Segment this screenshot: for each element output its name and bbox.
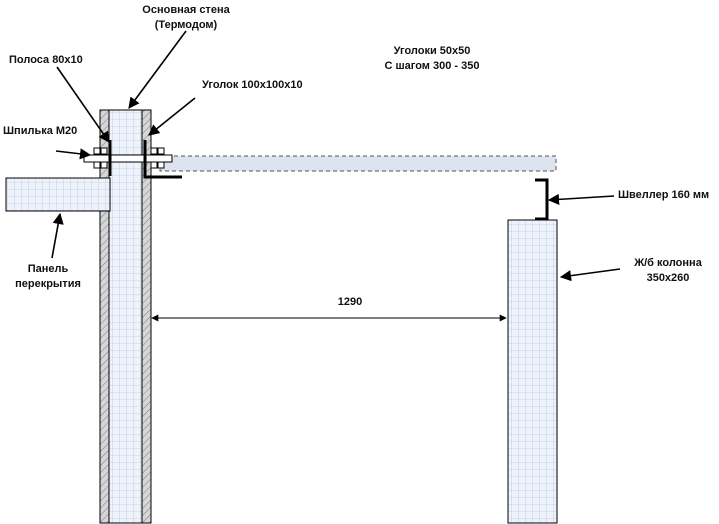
- label-main-wall-sub: (Термодом): [155, 19, 218, 31]
- dimension-value: 1290: [338, 296, 362, 308]
- label-channel: Швеллер 160 мм: [618, 189, 709, 201]
- label-stud: Шпилька М20: [3, 125, 77, 137]
- label-angle-large: Уголок 100х100х10: [202, 79, 303, 91]
- dashed-beam: [159, 155, 557, 172]
- label-main-wall: Основная стена: [142, 4, 230, 16]
- label-slab: Панель: [28, 263, 69, 275]
- leader-arrows: [51, 30, 621, 282]
- label-column-size: 350х260: [647, 272, 690, 284]
- label-angles-small: Уголоки 50х50: [394, 45, 471, 57]
- rc-column: [507, 219, 558, 524]
- wall-right-layer: [141, 109, 152, 524]
- strip-plate: [83, 154, 173, 163]
- angle-large: [143, 140, 182, 179]
- label-column: Ж/б колонна: [633, 257, 703, 269]
- stud-bolts: [93, 147, 165, 169]
- main-wall: [108, 109, 143, 524]
- channel-profile: [535, 178, 549, 221]
- label-strip: Полоса 80х10: [9, 54, 83, 66]
- wall-left-layer: [99, 109, 110, 524]
- floor-slab-panel: [5, 177, 111, 212]
- label-angles-step: С шагом 300 - 350: [385, 60, 480, 72]
- label-slab-sub: перекрытия: [15, 278, 81, 290]
